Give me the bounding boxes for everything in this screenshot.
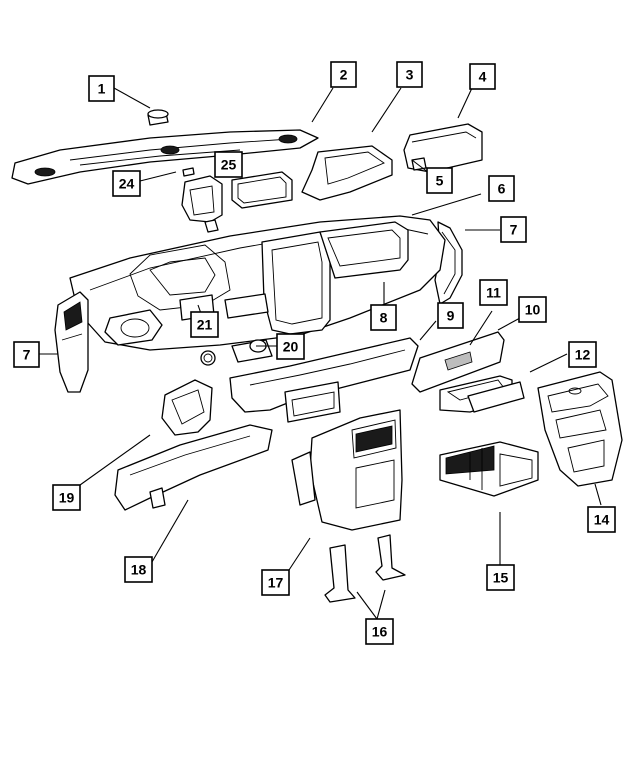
part-display-bezel xyxy=(231,171,293,209)
part-column-cover xyxy=(161,379,213,436)
part-storage-lid xyxy=(403,123,483,173)
callout-7-left: 7 xyxy=(13,341,40,368)
callout-label: 9 xyxy=(447,308,455,324)
callout-4: 4 xyxy=(469,63,496,90)
callout-label: 24 xyxy=(119,176,135,192)
part-upper-bin xyxy=(301,145,393,201)
part-knee-bolster xyxy=(114,424,273,511)
callout-6: 6 xyxy=(488,175,515,202)
callout-label: 6 xyxy=(498,181,506,197)
callout-label: 5 xyxy=(436,173,444,189)
callout-label: 18 xyxy=(131,562,147,578)
callout-label: 2 xyxy=(340,67,348,83)
callout-label: 11 xyxy=(486,285,501,301)
callout-19: 19 xyxy=(52,484,81,511)
callout-25: 25 xyxy=(214,151,243,178)
callout-2: 2 xyxy=(330,61,357,88)
callout-11: 11 xyxy=(479,279,508,306)
part-center-stack xyxy=(291,409,403,531)
part-support-bracket xyxy=(229,337,419,423)
part-glove-box-door xyxy=(411,331,505,393)
callout-21: 21 xyxy=(190,311,219,338)
part-instrument-panel xyxy=(69,215,446,351)
part-fastener-clip xyxy=(147,109,169,126)
callout-label: 12 xyxy=(575,347,591,363)
callout-label: 1 xyxy=(98,81,106,97)
callout-label: 16 xyxy=(372,624,388,640)
callout-8: 8 xyxy=(370,304,397,331)
callout-17: 17 xyxy=(261,569,290,596)
callout-16: 16 xyxy=(365,618,394,645)
callout-label: 21 xyxy=(197,317,213,333)
part-speaker-bracket xyxy=(181,167,223,233)
part-storage-bin xyxy=(439,375,525,413)
part-defroster-panel xyxy=(11,129,319,185)
part-end-cap-left xyxy=(54,291,89,393)
part-center-bezel xyxy=(537,371,623,487)
callout-15: 15 xyxy=(486,564,515,591)
callout-label: 7 xyxy=(23,347,31,363)
callout-label: 25 xyxy=(221,157,237,173)
part-mounting-brackets xyxy=(324,534,406,603)
callout-12: 12 xyxy=(568,341,597,368)
callout-24: 24 xyxy=(112,170,141,197)
callout-1: 1 xyxy=(88,75,115,102)
callout-label: 7 xyxy=(510,222,518,238)
callout-14: 14 xyxy=(587,506,616,533)
callout-label: 19 xyxy=(59,490,75,506)
callout-label: 3 xyxy=(406,67,414,83)
callout-label: 4 xyxy=(479,69,487,85)
part-radio-module xyxy=(439,441,539,497)
callout-9: 9 xyxy=(437,302,464,329)
callout-7-right: 7 xyxy=(500,216,527,243)
callout-label: 8 xyxy=(380,310,388,326)
callout-10: 10 xyxy=(518,296,547,323)
leader-lines xyxy=(36,87,602,620)
callout-label: 10 xyxy=(525,302,541,318)
callout-18: 18 xyxy=(124,556,153,583)
callout-label: 17 xyxy=(268,575,284,591)
callout-5: 5 xyxy=(426,167,453,194)
callout-3: 3 xyxy=(396,61,423,88)
callout-20: 20 xyxy=(276,333,305,360)
callout-label: 14 xyxy=(594,512,610,528)
callout-label: 20 xyxy=(283,339,299,355)
callout-label: 15 xyxy=(493,570,509,586)
